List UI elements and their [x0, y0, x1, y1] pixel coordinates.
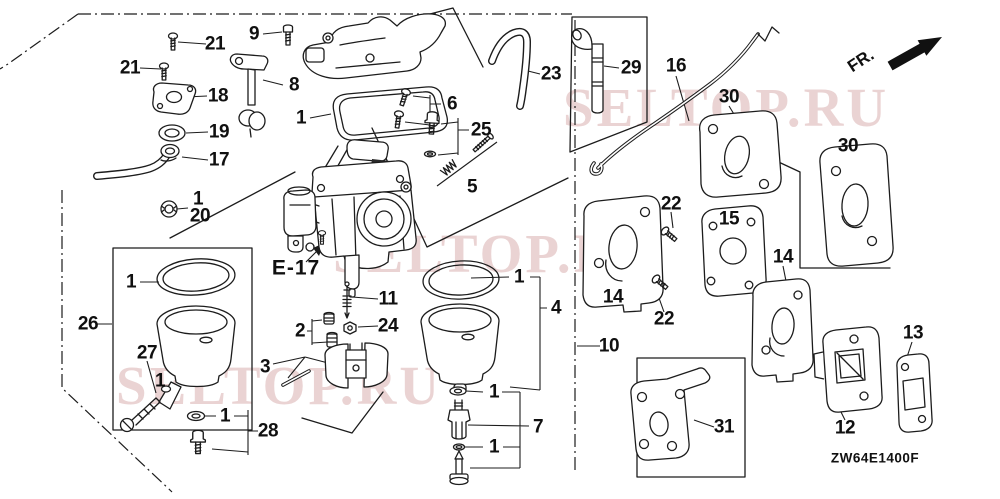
section-boundary-lines [0, 13, 576, 493]
callout-14: 14 [772, 246, 794, 268]
spring-5 [439, 159, 457, 176]
gasket-30-upper [698, 110, 782, 198]
gasket-13 [896, 353, 933, 433]
screw-6b [391, 109, 405, 130]
callout-24: 24 [377, 315, 399, 337]
callout-21: 21 [119, 57, 141, 79]
float-pin [281, 369, 311, 387]
cover-group [302, 13, 531, 176]
callout-22: 22 [653, 308, 675, 330]
screw-21b [158, 62, 170, 81]
carburetor-cover [302, 13, 447, 80]
fuel-pipe-17 [93, 143, 180, 180]
callout-25: 25 [470, 119, 492, 141]
float-chamber-left [156, 305, 236, 410]
callout-19: 19 [208, 121, 230, 143]
callout-16: 16 [665, 55, 687, 77]
subassembly-ref: E-17 [271, 256, 321, 280]
callout-27: 27 [136, 342, 158, 364]
chamber-gasket-right [422, 260, 500, 300]
callout-26: 26 [77, 313, 99, 335]
callout-18: 18 [207, 85, 229, 107]
callout-17: 17 [208, 149, 230, 171]
callout-1: 1 [125, 271, 137, 293]
drain-bolt-28 [189, 429, 207, 455]
throttle-set-unit [283, 186, 320, 253]
drain-screw-27 [119, 385, 172, 433]
callout-23: 23 [540, 63, 562, 85]
callout-31: 31 [713, 416, 735, 438]
callout-1: 1 [154, 370, 166, 392]
washer-28 [186, 410, 206, 422]
callout-28: 28 [257, 420, 279, 442]
nut-24 [343, 321, 357, 335]
throttle-rod-16 [589, 26, 780, 176]
callout-1: 1 [219, 405, 231, 427]
callout-3: 3 [259, 356, 271, 378]
cover-gasket-1 [332, 86, 449, 141]
callout-1: 1 [295, 107, 307, 129]
callout-4: 4 [550, 297, 562, 319]
callout-13: 13 [902, 322, 924, 344]
callout-11: 11 [378, 288, 398, 310]
grommet-19 [158, 124, 186, 142]
callout-1: 1 [488, 436, 500, 458]
plate-18 [152, 82, 197, 115]
bracket-plate-31 [630, 367, 711, 461]
callout-12: 12 [834, 417, 856, 439]
jet-needle-11 [342, 281, 352, 319]
gasket-15 [701, 205, 767, 297]
callout-22: 22 [660, 193, 682, 215]
callout-30: 30 [837, 135, 859, 157]
screw-6a [396, 87, 412, 108]
breather-tube-29 [570, 28, 604, 114]
gasket-30-lower [819, 143, 894, 267]
callout-6: 6 [446, 93, 458, 115]
callout-29: 29 [620, 57, 642, 79]
carburetor-body [283, 139, 417, 298]
callout-5: 5 [466, 176, 478, 198]
chamber-gasket-left [156, 258, 236, 296]
pilot-screw-5 [472, 132, 494, 153]
callout-1: 1 [192, 188, 204, 210]
callout-20: 20 [189, 205, 211, 227]
callout-1: 1 [488, 381, 500, 403]
drain-tube-23 [488, 27, 531, 110]
fr-arrow-icon [887, 37, 942, 71]
screw-21a [167, 32, 179, 51]
washer-25 [423, 150, 437, 158]
insulator-14-right [751, 278, 814, 383]
callout-30: 30 [718, 86, 740, 108]
callout-8: 8 [288, 74, 300, 96]
diagram-code: ZW64E1400F [830, 450, 920, 466]
center-bottom-parts [281, 260, 500, 486]
callout-7: 7 [532, 416, 544, 438]
nut-20 [160, 200, 178, 218]
callout-14: 14 [602, 286, 624, 308]
callout-15: 15 [718, 208, 740, 230]
insulator-12 [813, 326, 883, 413]
callout-10: 10 [598, 335, 620, 357]
callout-2: 2 [294, 320, 306, 342]
jet-set-2 [323, 311, 338, 348]
callout-9: 9 [248, 23, 260, 45]
float-valve-7-set [447, 386, 471, 486]
float-chamber-right [420, 303, 500, 394]
callout-21: 21 [204, 33, 226, 55]
top-left-parts [93, 24, 294, 218]
float-chamber-left-group [119, 258, 236, 455]
callout-1: 1 [513, 266, 525, 288]
choke-valve-8 [229, 53, 269, 138]
right-side-parts [570, 26, 933, 461]
screw-22a [659, 224, 680, 245]
insulator-14-left [582, 195, 664, 313]
bolt-9 [282, 24, 294, 46]
float-3 [324, 342, 389, 389]
